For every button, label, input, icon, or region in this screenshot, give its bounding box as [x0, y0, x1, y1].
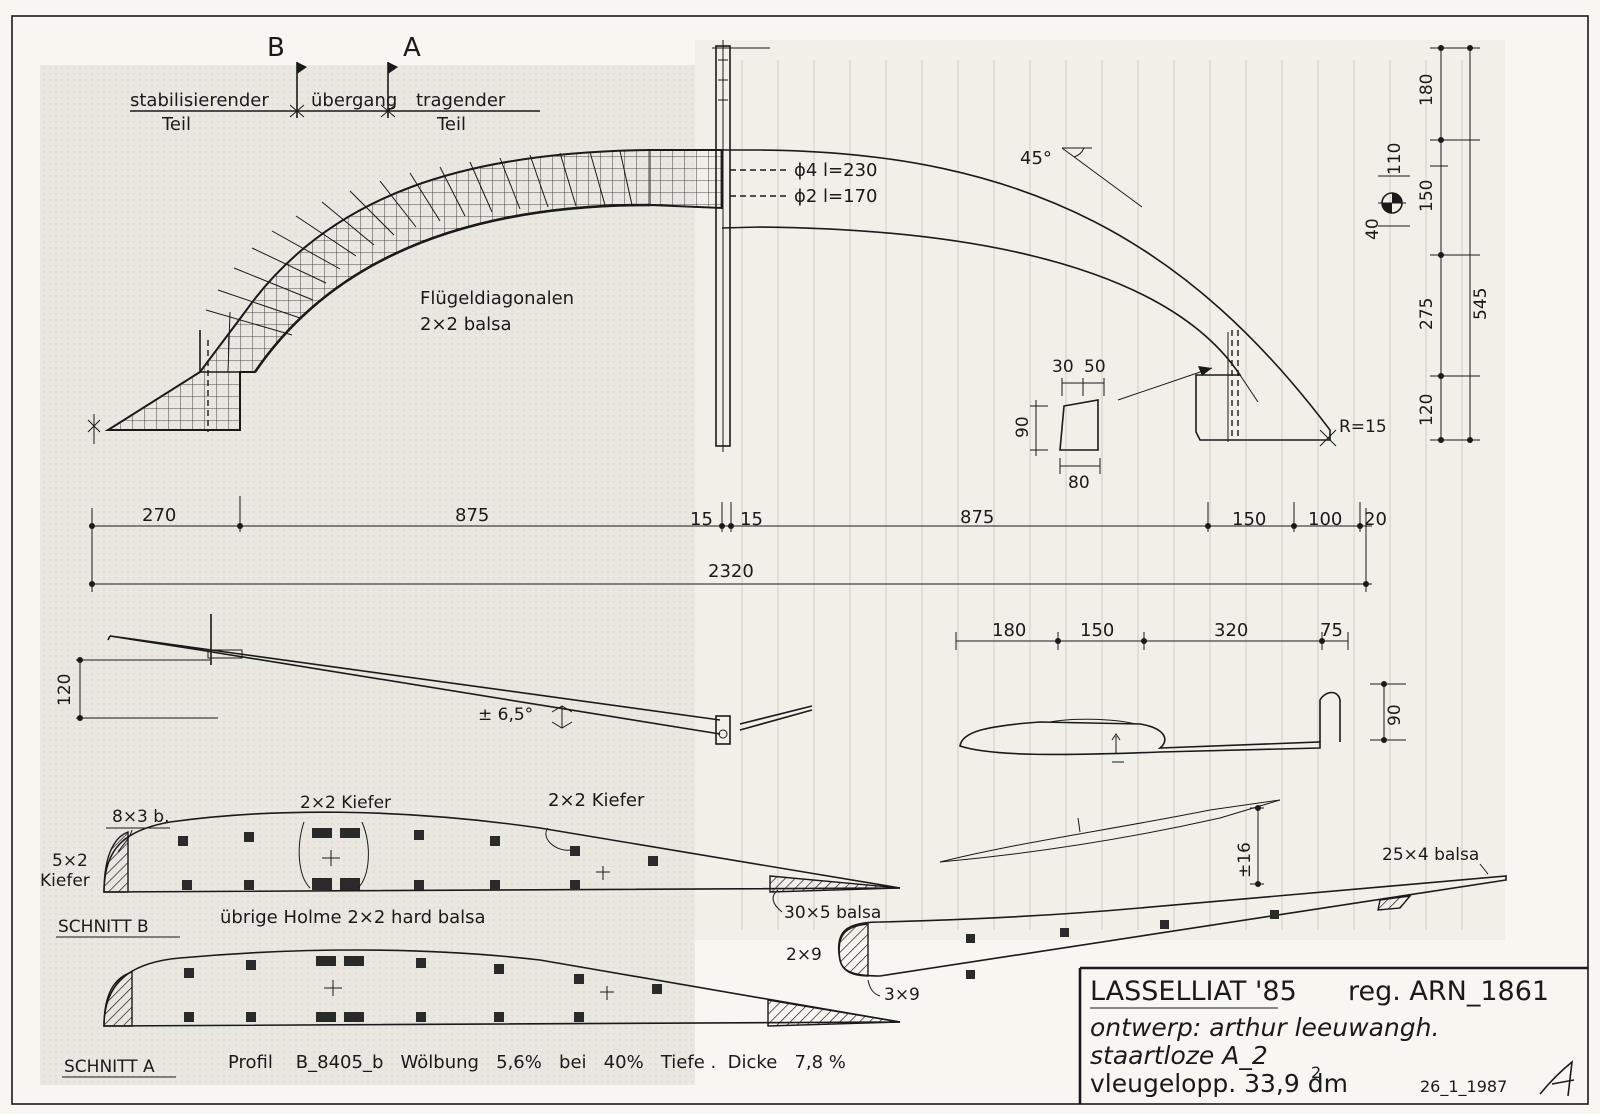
section-a-profile-note: Profil B_8405_b Wölbung 5,6% bei 40% Tie… [228, 1052, 846, 1073]
dihedral-label: ± 6,5° [478, 705, 533, 725]
span-100: 100 [1308, 509, 1342, 530]
fin-w2: 50 [1084, 357, 1106, 377]
dim-545: 545 [1471, 288, 1491, 320]
span-dimensions: 270 875 15 15 875 150 100 20 2320 [89, 496, 1387, 592]
section-b: 8×3 b. 5×2 Kiefer 2×2 Kiefer 2×2 Kiefer … [40, 790, 901, 938]
title-type: staartloze A_2 [1090, 1041, 1268, 1070]
side-150: 150 [1080, 620, 1114, 641]
tail-upper-profile [939, 799, 1281, 863]
section-a: SCHNITT A Profil B_8405_b Wölbung 5,6% b… [62, 949, 901, 1078]
tail-le: 2×9 [786, 945, 822, 965]
fin-h: 90 [1013, 416, 1033, 438]
angle-45-indicator [1061, 147, 1143, 208]
angle-45-label: 45° [1020, 148, 1052, 169]
title-name: LASSELLIAT '85 [1090, 976, 1297, 1007]
span-20: 20 [1364, 509, 1387, 530]
dim-110: 110 [1385, 143, 1405, 175]
fuselage-side [959, 721, 1321, 756]
title-date: 26_1_1987 [1420, 1077, 1507, 1097]
left-wing-diagonals [205, 150, 651, 373]
zone-lifting-top: tragender [416, 90, 506, 111]
tail-section: 2×9 3×9 25×4 balsa ±16 [786, 799, 1507, 1005]
right-vertical-dims: 180 110 150 40 275 545 120 [1363, 45, 1491, 443]
dowel-4-label: ϕ4 l=230 [794, 160, 878, 181]
span-total: 2320 [708, 561, 754, 582]
side-view: 180 150 320 75 90 [955, 620, 1406, 763]
section-b-spar1: 2×2 Kiefer [300, 793, 391, 813]
zone-transition: übergang [311, 90, 397, 111]
span-875-left: 875 [455, 505, 489, 526]
zone-stabilizing-top: stabilisierender [130, 90, 269, 111]
wing-planform: R=15 45° ϕ4 l=230 ϕ2 l=170 Flügeldiagona… [87, 40, 1387, 452]
title-designer: ontwerp: arthur leeuwangh. [1090, 1013, 1439, 1042]
zone-lifting-bottom: Teil [436, 114, 466, 135]
tail-te-spar: 3×9 [884, 985, 920, 1005]
section-b-le-left1: 5×2 [52, 851, 88, 871]
section-b-note: übrige Holme 2×2 hard balsa [220, 907, 486, 928]
section-b-title: SCHNITT B [58, 917, 149, 937]
wing-note-line2: 2×2 balsa [420, 314, 512, 335]
side-180: 180 [992, 620, 1026, 641]
section-marker-b: B [267, 33, 285, 63]
section-b-le-left2: Kiefer [40, 871, 90, 891]
span-15-right: 15 [740, 509, 763, 530]
wing-note-line1: Flügeldiagonalen [420, 288, 574, 309]
dim-150: 150 [1417, 180, 1437, 212]
left-wing-spar-line [253, 203, 651, 373]
title-area-exp: 2 [1311, 1063, 1321, 1082]
side-75: 75 [1320, 620, 1343, 641]
side-320: 320 [1214, 620, 1248, 641]
side-90: 90 [1385, 704, 1405, 726]
span-875-right: 875 [960, 507, 994, 528]
signature [1539, 1060, 1575, 1097]
section-b-te: 30×5 balsa [784, 903, 881, 923]
dim-120: 120 [1417, 394, 1437, 426]
section-b-spar2: 2×2 Kiefer [548, 790, 645, 811]
fin-detail: 30 50 90 80 [1013, 357, 1213, 493]
tail-te: 25×4 balsa [1382, 845, 1479, 865]
span-150: 150 [1232, 509, 1266, 530]
span-270: 270 [142, 505, 176, 526]
fin-w1: 30 [1052, 357, 1074, 377]
section-marker-a: A [403, 33, 421, 63]
zone-stabilizing-bottom: Teil [161, 114, 191, 135]
title-reg: reg. ARN_1861 [1348, 976, 1549, 1007]
section-a-title: SCHNITT A [64, 1057, 155, 1077]
dim-180: 180 [1417, 74, 1437, 106]
title-area: vleugelopp. 33,9 dm [1090, 1069, 1348, 1098]
tail-h16: ±16 [1235, 842, 1255, 878]
sheet-border [11, 15, 1589, 1105]
print-through-background [40, 40, 1505, 1085]
fin-base: 80 [1068, 473, 1090, 493]
front-120: 120 [55, 674, 75, 706]
span-15-left: 15 [690, 509, 713, 530]
title-block: LASSELLIAT '85 reg. ARN_1861 ontwerp: ar… [1078, 966, 1588, 1104]
dowel-2-label: ϕ2 l=170 [794, 186, 878, 207]
zone-header: B A stabilisierender Teil übergang trage… [130, 33, 540, 135]
radius-label: R=15 [1339, 417, 1387, 437]
front-view: 120 ± 6,5° [55, 614, 813, 745]
section-b-le-top: 8×3 b. [112, 807, 169, 827]
dim-275: 275 [1417, 298, 1437, 330]
dim-40: 40 [1363, 218, 1383, 240]
